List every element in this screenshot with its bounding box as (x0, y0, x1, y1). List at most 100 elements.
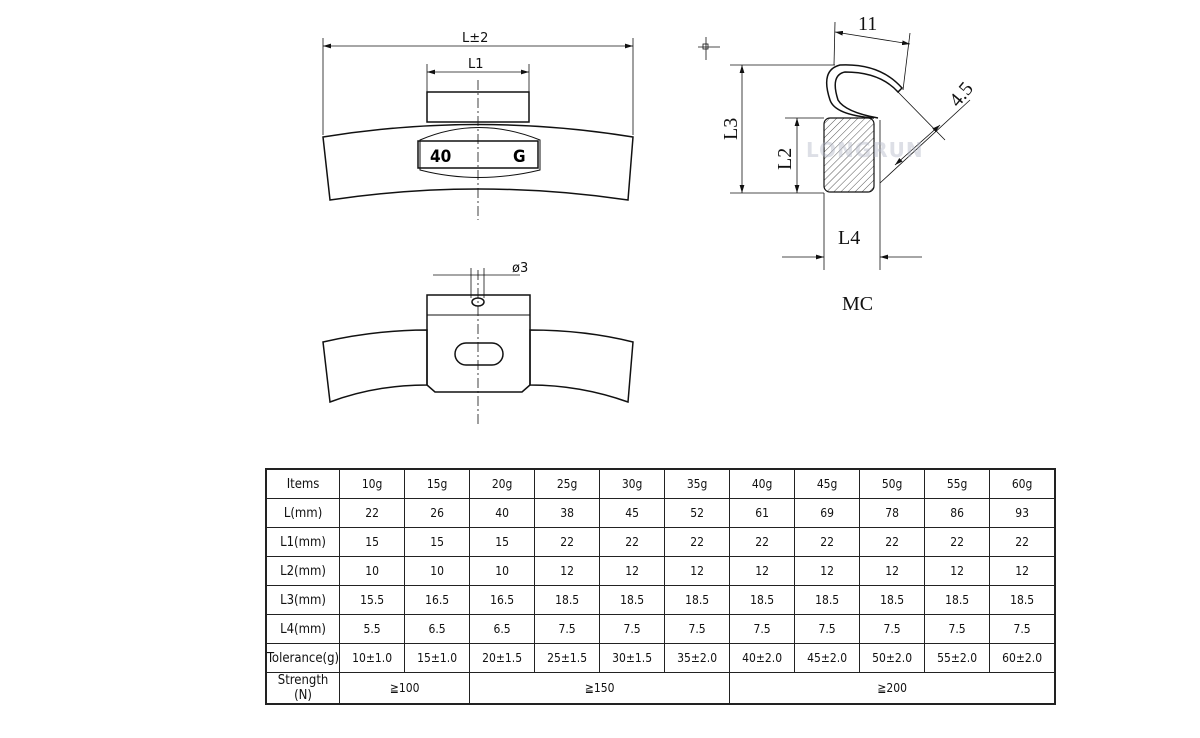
table-cell: 12 (989, 556, 1056, 586)
table-cell: 15±1.0 (404, 643, 471, 673)
table-cell: 50±2.0 (859, 643, 926, 673)
table-cell: 69 (794, 498, 861, 528)
table-cell: 93 (989, 498, 1056, 528)
dim-hook-width: 11 (858, 13, 877, 35)
marking-unit: G (513, 147, 526, 167)
top-view (322, 38, 634, 220)
table-cell: 45±2.0 (794, 643, 861, 673)
column-header: 45g (794, 468, 861, 499)
table-cell: 22 (859, 527, 926, 557)
table-cell: 6.5 (404, 614, 471, 644)
profile-view (698, 21, 971, 270)
bottom-view (322, 268, 634, 425)
strength-cell: ≧150 (469, 672, 731, 705)
table-cell: 25±1.5 (534, 643, 601, 673)
table-cell: 61 (729, 498, 796, 528)
row-label: L4(mm) (265, 614, 341, 644)
row-label: Tolerance(g) (265, 643, 341, 673)
column-header: 60g (989, 468, 1056, 499)
table-cell: 16.5 (469, 585, 536, 615)
table-cell: 7.5 (794, 614, 861, 644)
type-label: MC (842, 293, 873, 315)
row-label: L2(mm) (265, 556, 341, 586)
table-cell: 22 (664, 527, 731, 557)
watermark-logo: LONGRUN (806, 138, 924, 162)
table-cell: 7.5 (534, 614, 601, 644)
dim-total-length: L±2 (462, 31, 488, 46)
table-cell: 10 (404, 556, 471, 586)
table-cell: 7.5 (599, 614, 666, 644)
table-cell: 7.5 (989, 614, 1056, 644)
column-header: 30g (599, 468, 666, 499)
dim-l1: L1 (468, 57, 484, 72)
table-cell: 22 (729, 527, 796, 557)
table-cell: 30±1.5 (599, 643, 666, 673)
table-cell: 55±2.0 (924, 643, 991, 673)
table-cell: 12 (859, 556, 926, 586)
table-cell: 16.5 (404, 585, 471, 615)
table-cell: 18.5 (664, 585, 731, 615)
table-cell: 40 (469, 498, 536, 528)
table-cell: 60±2.0 (989, 643, 1056, 673)
row-label: L(mm) (265, 498, 341, 528)
table-cell: 45 (599, 498, 666, 528)
table-cell: 38 (534, 498, 601, 528)
strength-row: Strength (N)≧100≧150≧200 (265, 672, 1056, 705)
table-cell: 18.5 (729, 585, 796, 615)
table-cell: 22 (924, 527, 991, 557)
table-cell: 12 (664, 556, 731, 586)
table-cell: 18.5 (534, 585, 601, 615)
column-header: 55g (924, 468, 991, 499)
column-header: 40g (729, 468, 796, 499)
table-cell: 18.5 (989, 585, 1056, 615)
dim-l3: L3 (720, 118, 742, 140)
dim-l4: L4 (838, 227, 860, 249)
table-cell: 12 (534, 556, 601, 586)
table-cell: 22 (339, 498, 406, 528)
table-cell: 5.5 (339, 614, 406, 644)
table-cell: 22 (794, 527, 861, 557)
table-cell: 10 (339, 556, 406, 586)
table-cell: 35±2.0 (664, 643, 731, 673)
table-cell: 6.5 (469, 614, 536, 644)
table-cell: 20±1.5 (469, 643, 536, 673)
strength-cell: ≧200 (729, 672, 1056, 705)
table-cell: 18.5 (924, 585, 991, 615)
table-cell: 15.5 (339, 585, 406, 615)
table-cell: 12 (794, 556, 861, 586)
table-cell: 22 (989, 527, 1056, 557)
table-cell: 22 (599, 527, 666, 557)
column-header: 10g (339, 468, 406, 499)
table-cell: 10±1.0 (339, 643, 406, 673)
column-header: 15g (404, 468, 471, 499)
table-cell: 15 (339, 527, 406, 557)
table-cell: 18.5 (794, 585, 861, 615)
dim-hole-diameter: ø3 (512, 261, 528, 276)
table-cell: 7.5 (924, 614, 991, 644)
row-label: L3(mm) (265, 585, 341, 615)
dim-l2: L2 (774, 148, 796, 170)
marking-weight: 40 (430, 147, 451, 167)
strength-cell: ≧100 (339, 672, 471, 705)
dim-hook-angle: 4.5 (945, 78, 978, 111)
table-cell: 15 (404, 527, 471, 557)
table-cell: 12 (599, 556, 666, 586)
table-cell: 18.5 (599, 585, 666, 615)
table-cell: 52 (664, 498, 731, 528)
table-cell: 40±2.0 (729, 643, 796, 673)
table-cell: 86 (924, 498, 991, 528)
table-cell: 78 (859, 498, 926, 528)
header-cell: Items (265, 468, 341, 499)
column-header: 35g (664, 468, 731, 499)
column-header: 25g (534, 468, 601, 499)
table-cell: 7.5 (859, 614, 926, 644)
table-cell: 12 (924, 556, 991, 586)
